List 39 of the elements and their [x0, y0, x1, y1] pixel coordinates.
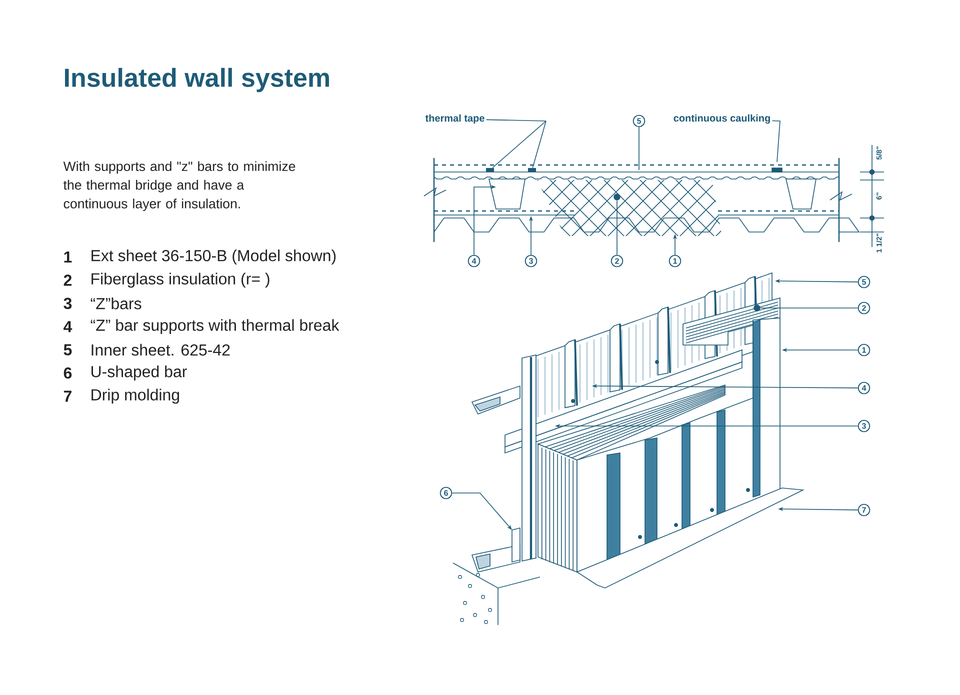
leader-line: [638, 126, 640, 170]
description-text: With supports and "z" bars to minimize the thermal bridge and have a continuous layer of insulation.: [63, 161, 296, 212]
callout-number: 4: [858, 382, 870, 394]
leader-line: [532, 120, 546, 168]
callout-label: thermal tape: [425, 114, 484, 124]
callout-number: 6: [440, 486, 452, 500]
callout-number: 3: [858, 420, 870, 432]
callout-number: 5: [632, 114, 646, 128]
callout-number: 2: [858, 302, 870, 314]
list-number: 6: [64, 367, 72, 379]
leader-line: [492, 120, 546, 168]
list-number: 2: [64, 274, 72, 286]
list-number: 5: [64, 344, 72, 356]
list-item: Drip molding: [92, 388, 180, 404]
list-item: “Z” bar supports with thermal break: [90, 319, 340, 334]
list-number: 3: [64, 298, 72, 310]
callout-number: 7: [858, 504, 870, 516]
leader-line: [772, 120, 780, 162]
title: Insulated wall system: [65, 68, 329, 92]
callout-number: 1: [668, 254, 682, 268]
list-number: 7: [64, 390, 72, 402]
tape-strip: [528, 168, 536, 172]
leader-line: [452, 492, 512, 530]
callout-label: continuous caulking: [674, 114, 770, 124]
callout-number: 2: [610, 254, 624, 268]
list-item: “Z”bars: [90, 298, 142, 310]
leader-line: [486, 119, 546, 122]
list-number: 1: [64, 252, 72, 262]
list-item: Inner sheet. 625-42: [92, 344, 230, 356]
list-item: U-shaped bar: [92, 366, 187, 380]
list-item: Ext sheet 36-150-B (Model shown): [92, 250, 336, 264]
leader-line: [616, 200, 618, 256]
callout-number: 4: [468, 254, 480, 268]
list-number: 4: [64, 321, 72, 332]
callout-number: 5: [858, 276, 870, 288]
callout-number: 3: [524, 254, 538, 268]
list-item: Fiberglass insulation (r= ): [92, 272, 270, 288]
tape-strip: [486, 168, 494, 172]
callout-number: 1: [858, 344, 870, 356]
